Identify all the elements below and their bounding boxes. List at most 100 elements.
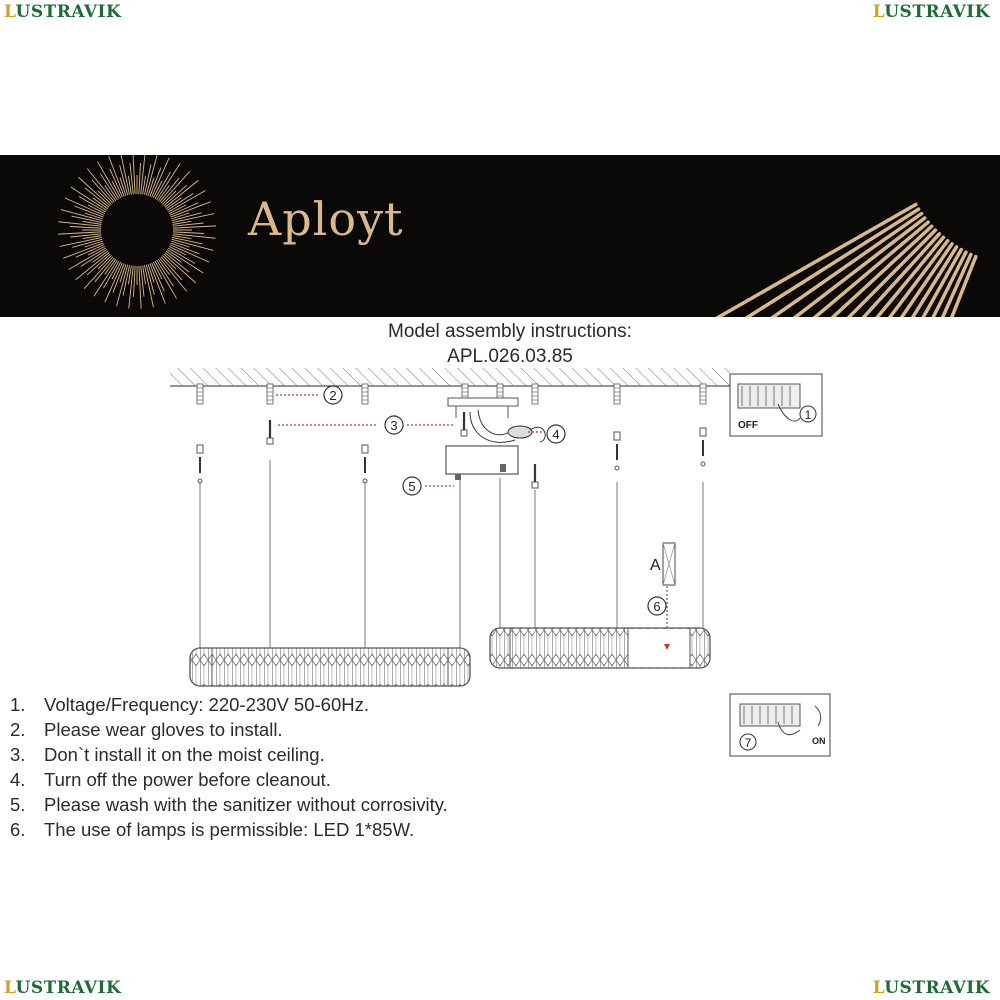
sunburst-ray: [68, 247, 107, 270]
note-number: 1.: [10, 694, 26, 715]
note-number: 2.: [10, 719, 26, 740]
note-text: Please wear gloves to install.: [44, 719, 283, 740]
watermark-initial: L: [4, 2, 16, 22]
sunburst-ray: [59, 237, 102, 247]
callout-4-label: 4: [552, 427, 559, 442]
sun-ray: [846, 228, 938, 317]
sunburst-ray: [151, 157, 170, 198]
sunburst-ray: [104, 262, 123, 303]
callout-5-label: 5: [408, 479, 415, 494]
sun-ray: [770, 211, 924, 317]
note-text: Don`t install it on the moist ceiling.: [44, 744, 325, 765]
instruction-notes: 1.Voltage/Frequency: 220-230V 50-60Hz. 2…: [10, 692, 448, 842]
sunburst-ray: [149, 263, 166, 304]
brand-banner: [0, 155, 1000, 317]
sunburst-ray: [168, 204, 187, 215]
ceiling: [170, 368, 730, 387]
watermark-top-left: LUSTRAVIK: [4, 2, 121, 22]
watermark-initial: L: [872, 2, 885, 22]
sun-ray: [744, 207, 921, 317]
sunburst-ray: [140, 265, 145, 297]
sunburst-ray: [60, 209, 103, 222]
sunburst-ray: [172, 237, 203, 245]
watermark-text: USTRAVIK: [884, 978, 990, 998]
sunburst-ray: [164, 179, 199, 208]
sun-ray: [950, 254, 978, 317]
screw-icon: [460, 412, 468, 437]
sunburst-ray: [163, 253, 197, 284]
sunburst-ray: [172, 220, 192, 225]
sunburst-ray: [127, 265, 132, 285]
sunburst-ray: [86, 253, 111, 276]
sunburst-ray: [167, 247, 196, 264]
sunburst-ray: [75, 244, 105, 258]
note-item: 2. Please wear gloves to install.: [10, 717, 448, 742]
sunburst-ray: [164, 252, 190, 273]
sunburst-ray: [157, 258, 170, 275]
wire-connector-icon: [469, 409, 546, 443]
sunburst-ray: [94, 257, 115, 283]
note-item: 6. The use of lamps is permissible: LED 1…: [10, 817, 448, 842]
sunburst-ray: [168, 245, 187, 256]
sun-ray: [830, 224, 934, 317]
sunburst-ray: [86, 168, 115, 203]
sunburst-ray: [147, 177, 155, 196]
sunburst-ray: [156, 259, 174, 287]
sunburst-ray: [171, 212, 202, 222]
off-label: OFF: [738, 420, 758, 431]
sunburst-ray: [70, 186, 108, 211]
sunburst-ray: [165, 250, 182, 263]
sunburst-ray: [140, 155, 146, 195]
sun-ray: [940, 252, 973, 317]
watermark-text: USTRAVIK: [15, 2, 122, 22]
sunburst-ray: [138, 163, 141, 195]
sunburst-ray: [74, 205, 104, 218]
sunburst-ray: [171, 238, 214, 251]
sunburst-ray: [171, 240, 190, 248]
sunburst-ray: [104, 185, 117, 202]
note-number: 6.: [10, 819, 26, 840]
sun-ray: [931, 250, 968, 317]
watermark-text: USTRAVIK: [884, 2, 990, 22]
note-number: 4.: [10, 769, 26, 790]
sunburst-ray: [162, 255, 177, 270]
sunburst-ray: [167, 190, 206, 213]
sun-ray: [861, 232, 942, 317]
sunburst-ray: [149, 167, 162, 197]
sunburst-ray: [133, 265, 136, 297]
sunburst-ray: [100, 173, 118, 201]
note-item: 5.Please wash with the sanitizer without…: [10, 792, 448, 817]
anchor-icon: [699, 383, 707, 405]
sunburst-ray: [112, 263, 125, 293]
sunburst-ray: [103, 260, 120, 289]
callout-markers: [323, 385, 667, 616]
sunburst-ray: [132, 155, 136, 195]
sunburst-ray: [172, 222, 204, 227]
watermark-text: USTRAVIK: [15, 978, 122, 998]
note-item: 4.Turn off the power before cleanout.: [10, 767, 448, 792]
sunburst-core: [104, 197, 170, 263]
sunburst-ray: [145, 264, 155, 295]
sunburst-ray: [169, 202, 199, 216]
sunburst-ray: [138, 265, 142, 309]
sunburst-ray: [75, 252, 110, 281]
sun-rays-icon: [715, 202, 978, 317]
sunburst-ray: [157, 185, 170, 202]
sunburst-ray: [129, 163, 134, 195]
sun-ray: [899, 242, 954, 317]
sunburst-ray: [142, 265, 147, 285]
anchor-icon: [361, 383, 369, 405]
suspension-cables: [199, 460, 704, 648]
note-text: The use of lamps is permissible: LED 1*8…: [44, 819, 415, 840]
sunburst-ray: [144, 164, 152, 195]
sunburst-ray: [64, 197, 105, 216]
model-number: APL.026.03.85: [447, 346, 573, 367]
sunburst-ray: [92, 197, 109, 210]
switch-on-icon: ON 7: [729, 693, 831, 757]
page-title: Model assembly instructions:: [388, 321, 632, 342]
sunburst-ray: [116, 264, 129, 307]
sunburst-ray: [170, 201, 211, 218]
sunburst-ray: [151, 262, 165, 292]
switch-off-icon: OFF 1: [729, 373, 823, 437]
sunburst-ray: [58, 231, 102, 235]
